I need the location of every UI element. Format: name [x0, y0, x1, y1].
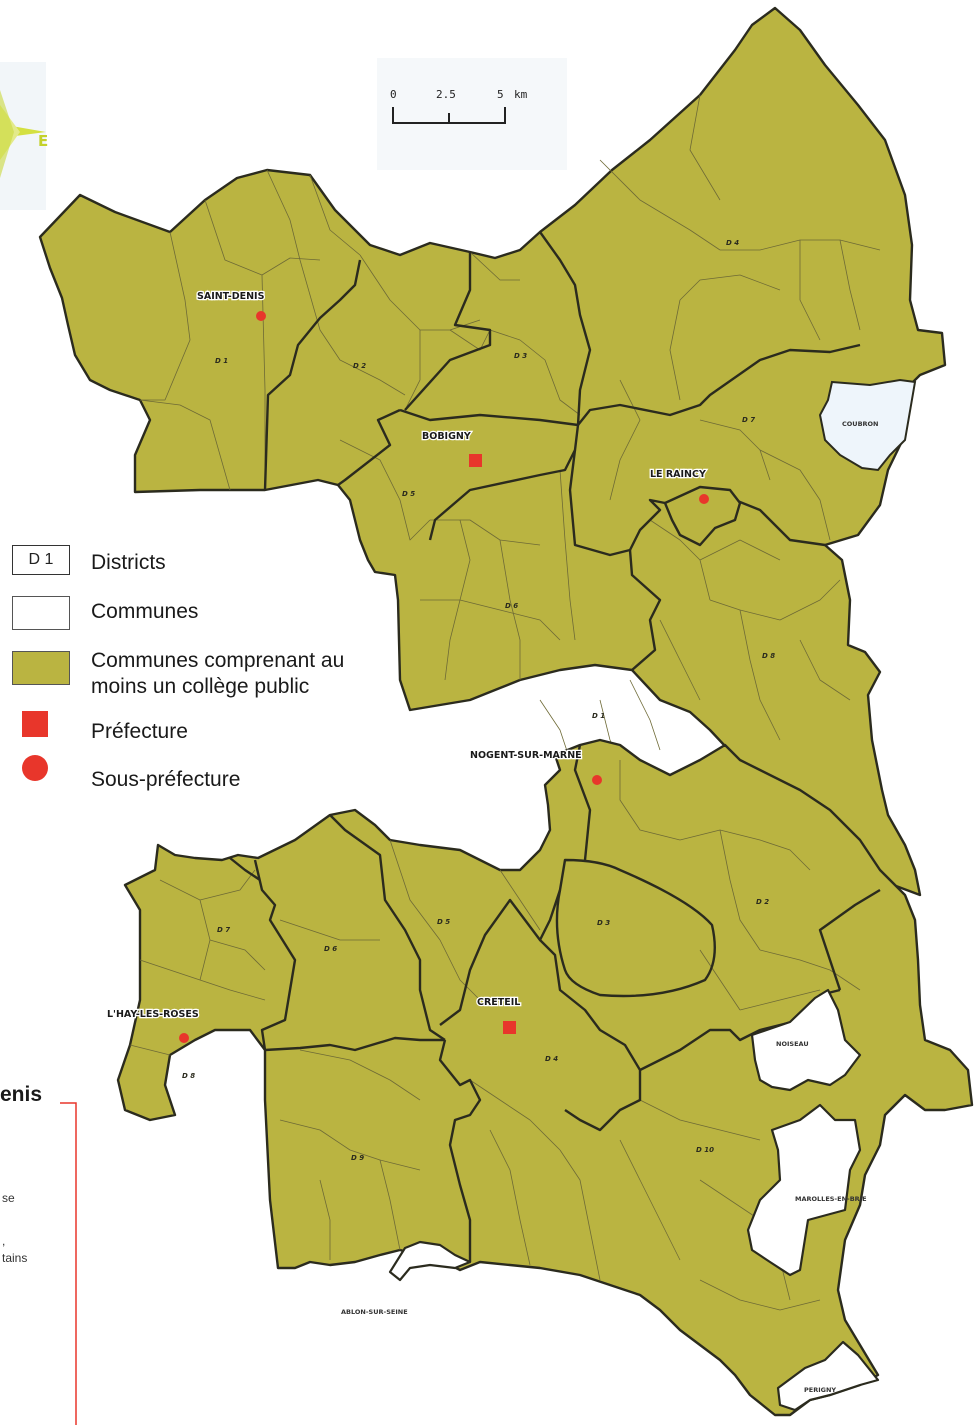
- city-label-nogent: NOGENT-SUR-MARNE: [470, 750, 582, 761]
- compass-rose-icon: E: [0, 62, 48, 210]
- city-label-le-raincy: LE RAINCY: [650, 469, 706, 480]
- scale-tick-5: 5: [497, 88, 504, 101]
- district-label: D 6: [324, 945, 337, 953]
- district-label: D 2: [756, 898, 769, 906]
- legend-district-box: D 1: [12, 545, 70, 575]
- south-department-shape: [116, 738, 974, 1417]
- district-label: D 4: [726, 239, 739, 247]
- commune-marolles: [746, 1103, 862, 1277]
- compass-east-label: E: [38, 132, 48, 150]
- district-label: D 3: [514, 352, 527, 360]
- commune-label-coubron: COUBRON: [842, 420, 879, 428]
- district-label: D 5: [437, 918, 450, 926]
- commune-coubron: [818, 378, 917, 472]
- sous-prefecture-marker: [592, 775, 602, 785]
- side-panel-text: ,: [2, 1234, 5, 1248]
- south-region: [116, 738, 974, 1417]
- commune-label-noiseau: NOISEAU: [776, 1040, 809, 1048]
- city-label-creteil: CRETEIL: [477, 997, 520, 1008]
- commune-noiseau: [750, 988, 862, 1092]
- side-panel: enis se , tains: [0, 1083, 77, 1425]
- district-label: D 8: [182, 1072, 195, 1080]
- legend-label-districts: Districts: [91, 551, 166, 574]
- legend-college-box: [12, 651, 70, 685]
- red-dot-icon: [22, 755, 48, 781]
- side-panel-title: enis: [0, 1083, 42, 1106]
- legend-label-sous-prefecture: Sous-préfecture: [91, 768, 241, 791]
- legend-label-communes: Communes: [91, 600, 199, 623]
- district-label: D 8: [762, 652, 775, 660]
- prefecture-marker: [503, 1021, 516, 1034]
- scale-tick-2-5: 2.5: [436, 88, 456, 101]
- district-label: D 7: [217, 926, 230, 934]
- district-label: D 4: [545, 1055, 558, 1063]
- city-label-bobigny: BOBIGNY: [422, 431, 471, 442]
- district-label: D 7: [742, 416, 755, 424]
- side-panel-text: tains: [2, 1251, 27, 1265]
- district-label: D 2: [353, 362, 366, 370]
- commune-label-ablon: ABLON-SUR-SEINE: [341, 1308, 408, 1316]
- prefecture-marker: [469, 454, 482, 467]
- district-label: D 10: [696, 1146, 714, 1154]
- district-label: D 5: [402, 490, 415, 498]
- legend-communes-box: [12, 596, 70, 630]
- commune-label-marolles: MAROLLES-EN-BRIE: [795, 1195, 867, 1203]
- scale-unit: km: [514, 88, 528, 101]
- sous-prefecture-marker: [179, 1033, 189, 1043]
- legend-label-college-line1: Communes comprenant au: [91, 649, 345, 672]
- legend-district-box-text: D 1: [28, 551, 54, 568]
- scale-bar: 0 2.5 5 km: [377, 58, 567, 170]
- district-label: D 1: [215, 357, 228, 365]
- le-raincy-commune: [663, 485, 742, 547]
- red-square-icon: [22, 711, 48, 737]
- district-label: D 1: [592, 712, 605, 720]
- commune-perigny: [776, 1340, 880, 1412]
- sous-prefecture-marker: [699, 494, 709, 504]
- north-department-shape: [38, 6, 947, 897]
- sous-prefecture-marker: [256, 311, 266, 321]
- commune-ablon: [388, 1240, 472, 1282]
- side-panel-text: se: [2, 1191, 15, 1205]
- scale-tick-0: 0: [390, 88, 397, 101]
- legend-label-college-line2: moins un collège public: [91, 675, 310, 698]
- district-label: D 9: [351, 1154, 364, 1162]
- city-label-saint-denis: SAINT-DENIS: [197, 291, 265, 302]
- district-label: D 6: [505, 602, 518, 610]
- district-label: D 3: [597, 919, 610, 927]
- commune-label-perigny: PERIGNY: [804, 1386, 836, 1394]
- city-label-lhay: L'HAY-LES-ROSES: [107, 1009, 199, 1020]
- legend-label-prefecture: Préfecture: [91, 720, 188, 743]
